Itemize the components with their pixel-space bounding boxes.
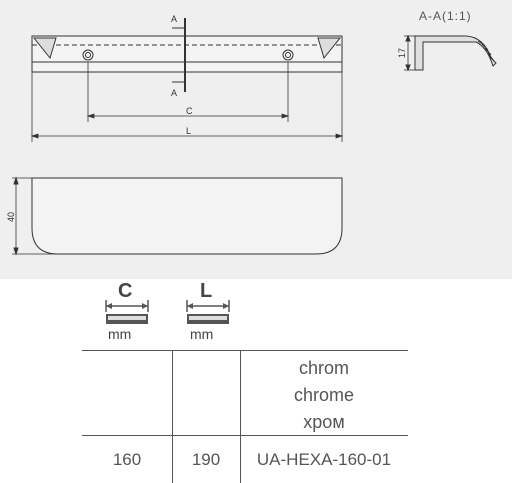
legend-l-letter: L <box>200 280 213 302</box>
table-col-divider-1 <box>172 350 173 483</box>
table-col-divider-2 <box>240 350 241 483</box>
table-top-rule <box>82 350 408 351</box>
cut-mark-top: A <box>171 14 177 24</box>
finish-header: chrom chrome хром <box>241 355 407 436</box>
finish-name: chrome <box>293 385 355 405</box>
dimension-l <box>30 72 344 142</box>
technical-drawing: C L A A A-A(1:1) 17 40 <box>0 0 512 279</box>
dim-l-label: L <box>186 126 191 136</box>
dim-c-label: C <box>186 106 193 116</box>
finish-name: chrom <box>298 358 349 378</box>
legend-c-unit: mm <box>108 326 132 342</box>
dimension-c <box>86 62 290 122</box>
ruler-c-icon <box>105 300 149 324</box>
row-product-code: UA-HEXA-160-01 <box>256 450 392 469</box>
ruler-l-icon <box>186 300 230 324</box>
cut-mark-bottom: A <box>171 88 177 98</box>
section-title: A-A(1:1) <box>419 9 472 23</box>
dim-profile-label: 17 <box>397 48 407 58</box>
drawing-svg: C L A A A-A(1:1) 17 40 <box>6 9 497 256</box>
legend-c-letter: C <box>118 280 133 302</box>
dim-height-label: 40 <box>6 212 16 222</box>
section-profile <box>404 34 497 72</box>
handle-front-view <box>12 176 343 256</box>
legend-l-unit: mm <box>190 326 214 342</box>
row-c-value: 160 <box>112 450 142 469</box>
table-mid-rule <box>82 435 408 436</box>
finish-name: хром <box>303 412 345 432</box>
handle-top-view <box>31 18 343 92</box>
row-l-value: 190 <box>191 450 221 469</box>
